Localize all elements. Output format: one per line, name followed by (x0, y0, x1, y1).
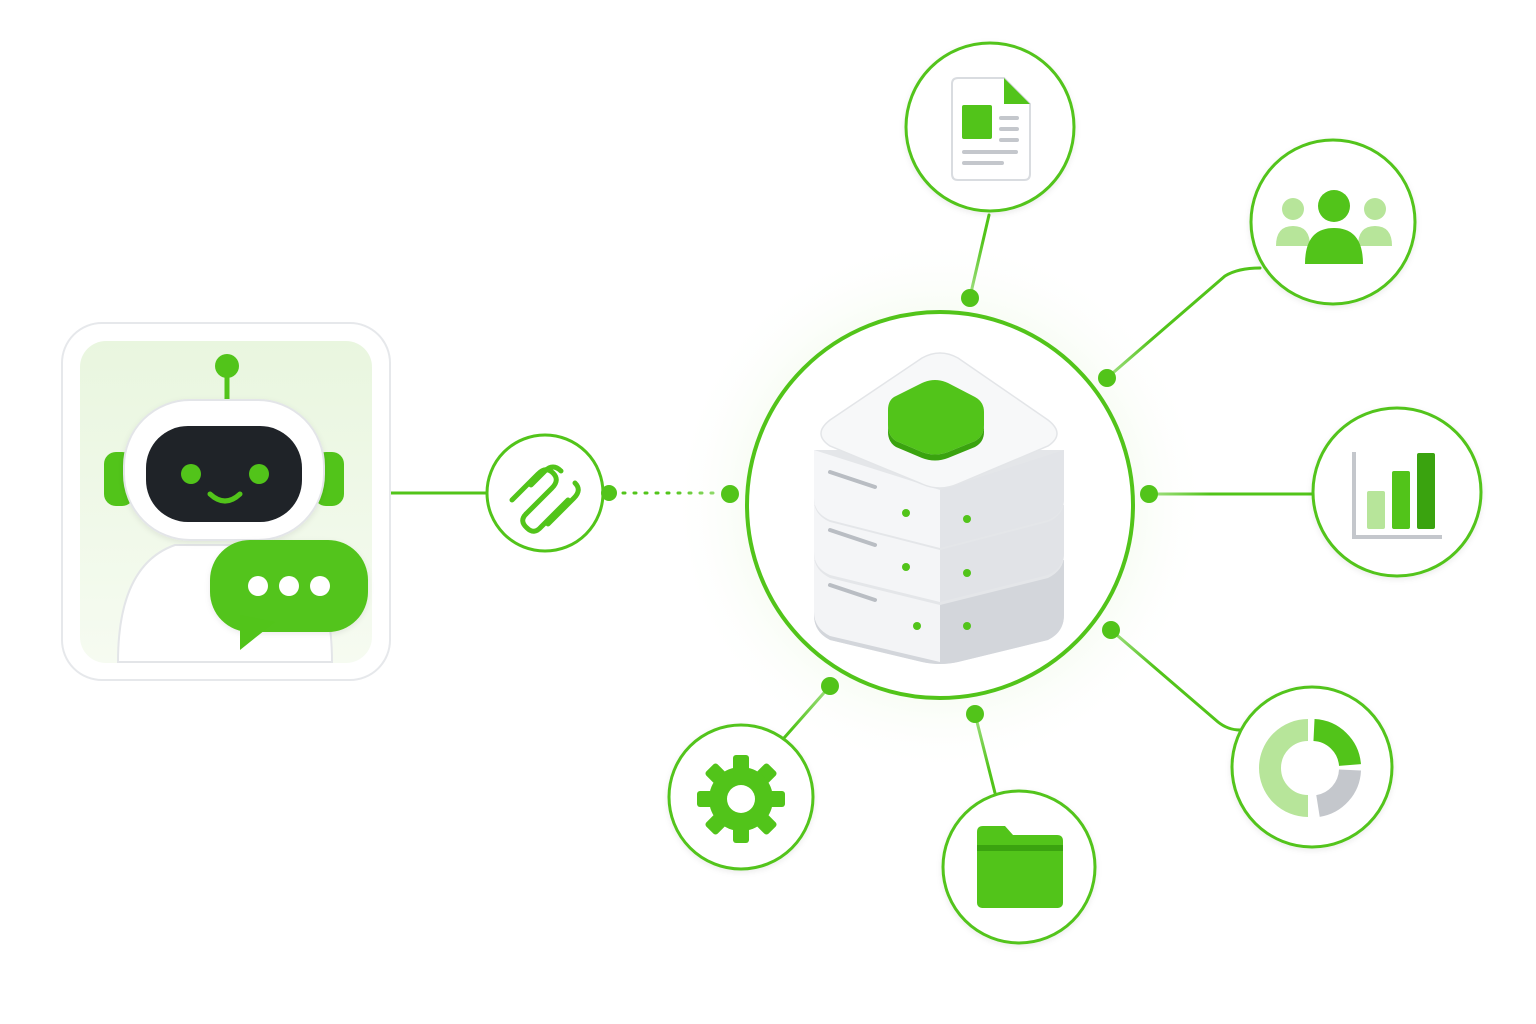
database-server-icon (814, 352, 1064, 664)
satellite-reports[interactable] (1230, 685, 1394, 849)
hub-node[interactable] (721, 289, 1158, 723)
line-hub-users (1105, 266, 1262, 380)
gear-icon (697, 755, 785, 843)
satellite-files[interactable] (941, 789, 1097, 945)
assistant-node[interactable] (61, 322, 391, 681)
bar-chart-icon (1352, 452, 1442, 539)
satellite-document[interactable] (904, 41, 1076, 213)
chat-bubble-icon (210, 540, 368, 650)
satellite-users[interactable] (1249, 138, 1417, 306)
paperclip-link-icon (509, 464, 581, 534)
folder-icon (977, 826, 1063, 908)
document-icon (951, 77, 1031, 181)
donut-chart-icon (1259, 719, 1361, 817)
connector-node[interactable] (485, 433, 617, 553)
line-hub-reports (1109, 628, 1242, 732)
satellite-settings[interactable] (667, 723, 815, 871)
users-icon (1276, 190, 1392, 264)
connector-port-dot (601, 485, 617, 501)
satellite-analytics[interactable] (1311, 406, 1483, 578)
hub-port-dots (721, 289, 1158, 723)
